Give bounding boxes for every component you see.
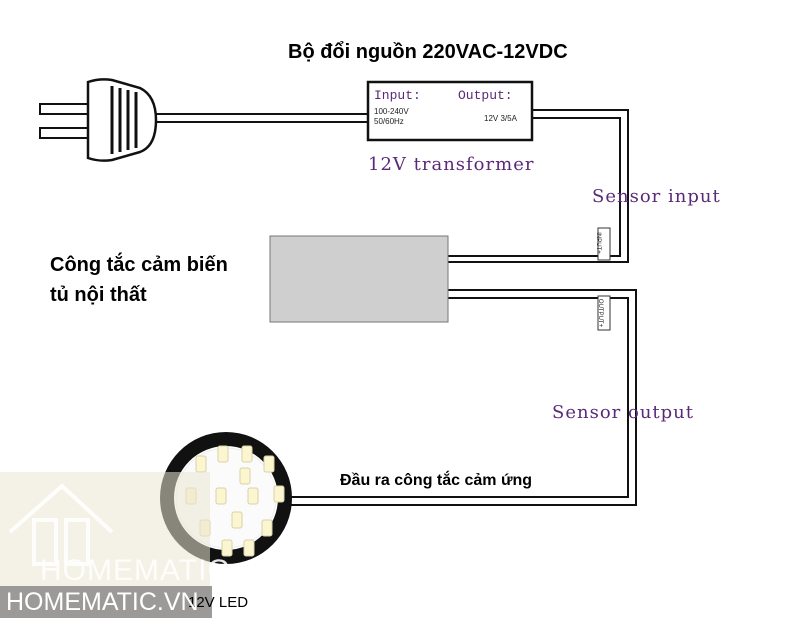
output-spec: 12V 3/5A — [484, 114, 517, 123]
switch-label-line1: Công tắc cảm biến — [50, 254, 228, 276]
sensor-input-wire-2 — [448, 117, 621, 257]
sensor-input-wire — [448, 109, 629, 263]
input-tag — [597, 227, 611, 261]
led-label: 12V LED — [188, 594, 249, 611]
sensor-input-label: Sensor input — [592, 186, 721, 207]
adapter-title: Bộ đổi nguồn 220VAC-12VDC — [288, 41, 568, 63]
output-label: Output: — [458, 88, 513, 103]
power-adapter — [366, 80, 534, 142]
watermark-logo-text: HOMEMATIC — [40, 554, 231, 587]
house-logo-icon — [8, 483, 114, 566]
output-tag-text: OUTPUT+ — [597, 298, 604, 328]
switch-label-line2: tủ nội thất — [50, 284, 147, 306]
output-tag — [597, 295, 611, 331]
power-plug-icon — [39, 78, 158, 162]
sensor-output-caption: Đầu ra công tắc cảm ứng — [340, 472, 533, 489]
sensor-output-wire — [290, 289, 637, 506]
input-spec-frequency: 50/60Hz — [374, 117, 404, 126]
input-spec-voltage: 100-240V — [374, 107, 409, 116]
watermark-site-text: HOMEMATIC.VN — [6, 588, 199, 616]
input-tag-text: INPUT+ — [594, 232, 601, 254]
input-label: Input: — [374, 88, 421, 103]
sensor-switch-box — [269, 235, 449, 323]
sensor-output-wire-2 — [290, 297, 629, 498]
transformer-label: 12V transformer — [368, 154, 535, 175]
led-chips — [185, 445, 285, 557]
sensor-output-label: Sensor output — [552, 402, 694, 423]
site-banner — [0, 586, 212, 618]
